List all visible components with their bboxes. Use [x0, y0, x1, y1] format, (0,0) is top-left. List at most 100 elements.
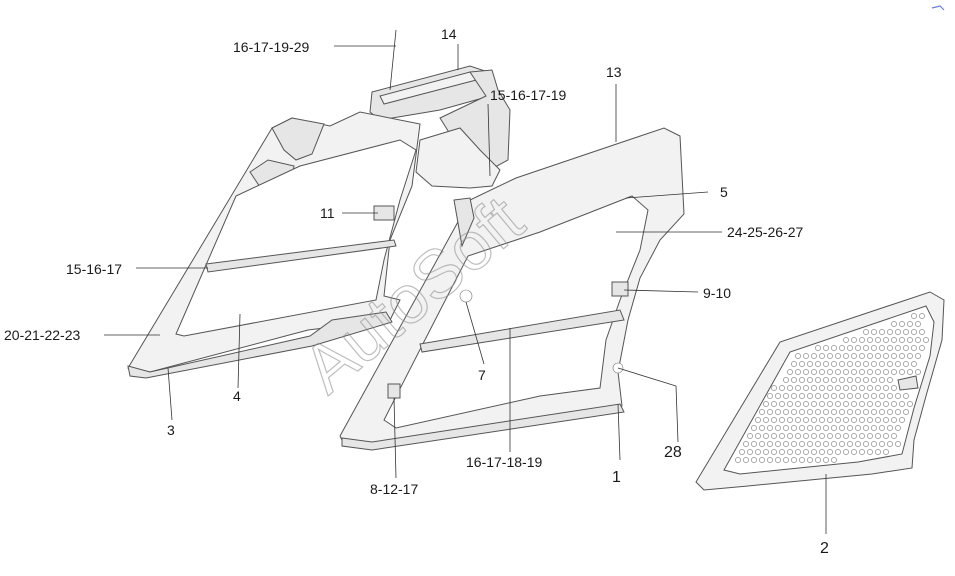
grille-hole: [823, 361, 829, 367]
grille-hole: [891, 401, 897, 407]
grille-hole: [775, 441, 781, 447]
grille-hole: [779, 433, 785, 439]
grille-hole: [847, 377, 853, 383]
grille-hole: [867, 417, 873, 423]
grille-hole: [871, 425, 877, 431]
callout-9-10: 9-10: [703, 285, 731, 301]
grille-hole: [791, 393, 797, 399]
grille-hole: [823, 441, 829, 447]
grille-hole: [819, 353, 825, 359]
grille-hole: [807, 441, 813, 447]
grille-hole: [831, 377, 837, 383]
part-14-air-duct: [369, 65, 511, 189]
leader-lines: [104, 29, 827, 534]
grille-hole: [895, 393, 901, 399]
grille-hole: [807, 393, 813, 399]
grille-hole: [751, 441, 757, 447]
grille-hole: [803, 353, 809, 359]
grille-hole: [803, 433, 809, 439]
grille-hole: [799, 409, 805, 415]
grille-hole: [867, 449, 873, 455]
grille-hole: [823, 425, 829, 431]
grille-hole: [863, 425, 869, 431]
grille-holes: [735, 313, 929, 463]
grille-hole: [767, 425, 773, 431]
grille-hole: [899, 369, 905, 375]
grille-hole: [831, 345, 837, 351]
grille-hole: [791, 409, 797, 415]
grille-hole: [903, 345, 909, 351]
grille-hole: [883, 401, 889, 407]
grille-hole: [847, 345, 853, 351]
grille-hole: [859, 353, 865, 359]
grille-hole: [899, 353, 905, 359]
grille-hole: [815, 345, 821, 351]
grille-hole: [827, 369, 833, 375]
grille-hole: [899, 401, 905, 407]
grille-hole: [855, 377, 861, 383]
grille-hole: [799, 425, 805, 431]
grille-hole: [811, 401, 817, 407]
grille-hole: [859, 449, 865, 455]
grille-hole: [771, 385, 777, 391]
grille-hole: [759, 457, 765, 463]
grille-hole: [835, 353, 841, 359]
grille-hole: [871, 345, 877, 351]
grille-hole: [831, 393, 837, 399]
grille-hole: [907, 321, 913, 327]
grille-hole: [835, 449, 841, 455]
grille-hole: [883, 449, 889, 455]
grille-hole: [787, 401, 793, 407]
grille-hole: [811, 417, 817, 423]
grille-hole: [871, 441, 877, 447]
corner-mark-icon: [931, 5, 945, 11]
grille-hole: [819, 449, 825, 455]
grille-hole: [763, 401, 769, 407]
grille-hole: [875, 337, 881, 343]
grille-hole: [907, 369, 913, 375]
grille-hole: [819, 385, 825, 391]
grille-hole: [915, 321, 921, 327]
grille-hole: [783, 457, 789, 463]
grille-hole: [795, 449, 801, 455]
grille-hole: [823, 457, 829, 463]
grille-hole: [763, 433, 769, 439]
grille-hole: [855, 345, 861, 351]
grille-hole: [843, 353, 849, 359]
grille-hole: [819, 401, 825, 407]
grille-hole: [835, 401, 841, 407]
grille-hole: [767, 409, 773, 415]
grille-hole: [895, 441, 901, 447]
grille-hole: [839, 393, 845, 399]
grille-hole: [771, 449, 777, 455]
grille-hole: [891, 433, 897, 439]
grille-hole: [851, 369, 857, 375]
callout-20-21-22-23: 20-21-22-23: [4, 327, 80, 343]
grille-hole: [875, 353, 881, 359]
part-9-10-bracket: [611, 281, 629, 297]
grille-hole: [751, 457, 757, 463]
grille-hole: [863, 361, 869, 367]
grille-hole: [775, 393, 781, 399]
grille-hole: [739, 449, 745, 455]
grille-hole: [867, 433, 873, 439]
grille-hole: [815, 377, 821, 383]
callout-24-25-26-27: 24-25-26-27: [727, 224, 803, 240]
grille-hole: [915, 337, 921, 343]
part-3-left-trim-panel: [127, 111, 421, 379]
grille-hole: [891, 337, 897, 343]
callout-8-12-17: 8-12-17: [370, 481, 418, 497]
grille-hole: [859, 337, 865, 343]
grille-hole: [807, 457, 813, 463]
grille-hole: [863, 329, 869, 335]
grille-hole: [795, 353, 801, 359]
grille-hole: [783, 377, 789, 383]
grille-hole: [839, 361, 845, 367]
grille-hole: [879, 425, 885, 431]
grille-hole: [839, 441, 845, 447]
grille-hole: [895, 361, 901, 367]
callout-15-16-17: 15-16-17: [66, 261, 122, 277]
grille-hole: [919, 329, 925, 335]
grille-hole: [879, 329, 885, 335]
grille-hole: [887, 393, 893, 399]
